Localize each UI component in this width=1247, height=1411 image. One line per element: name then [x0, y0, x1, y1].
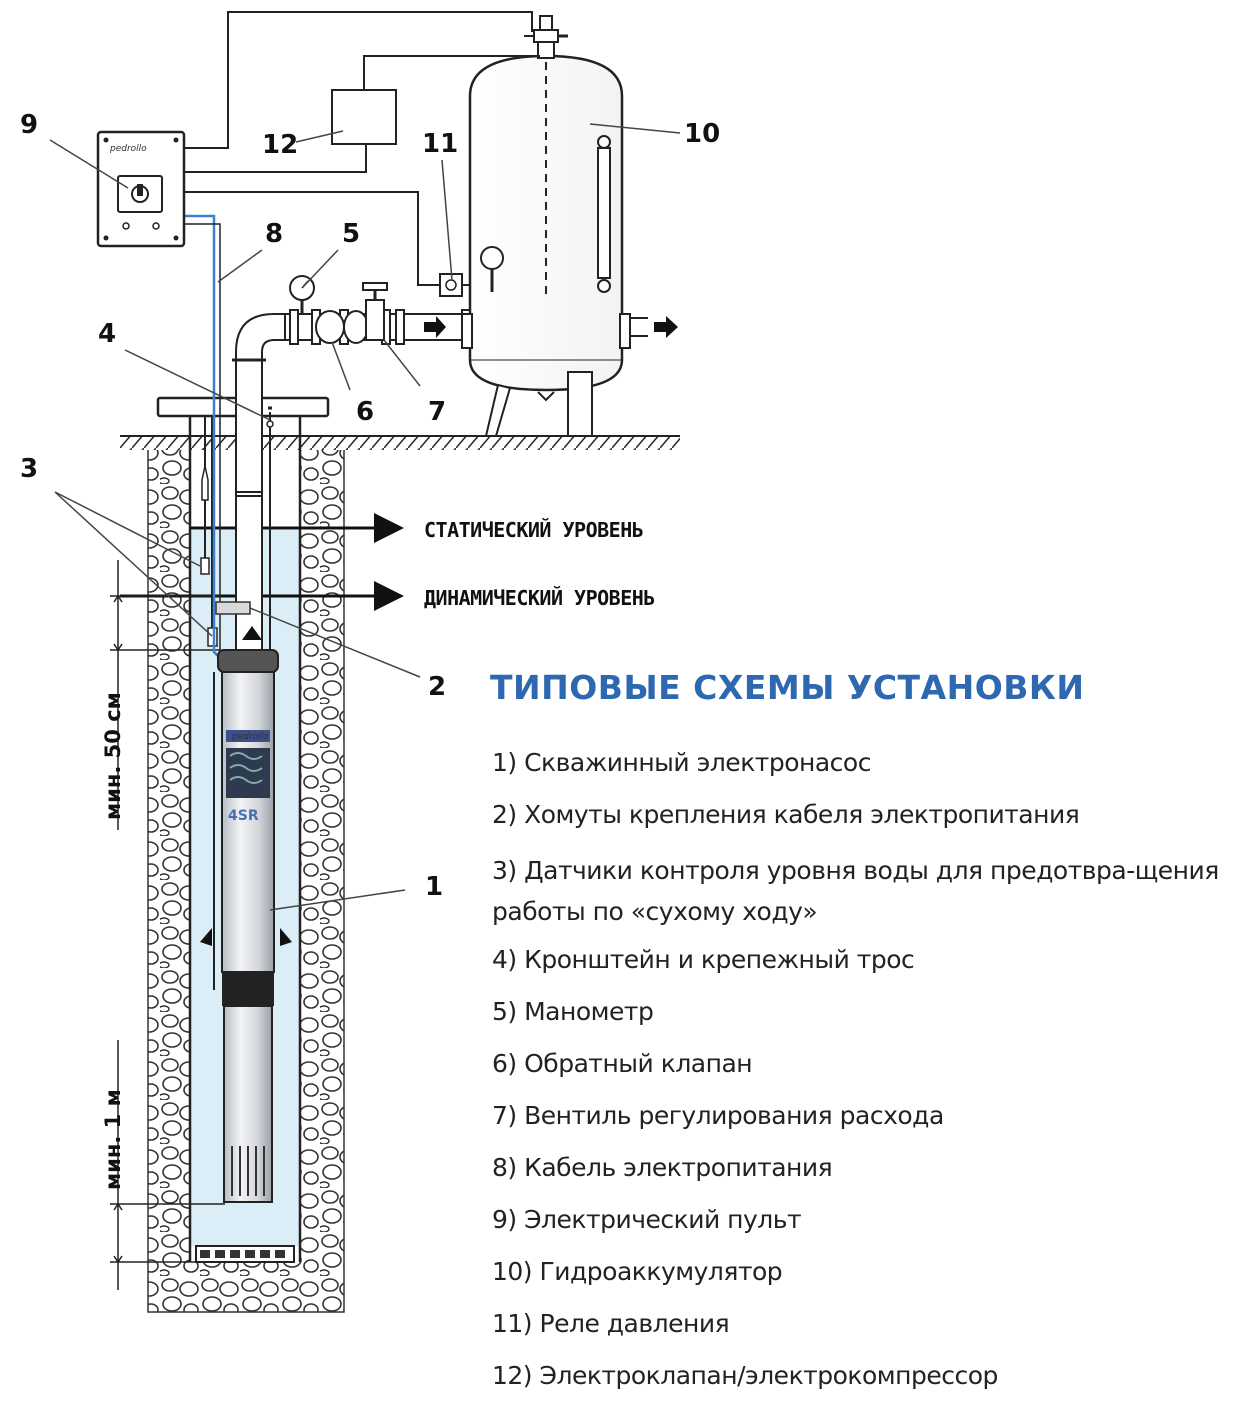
control-panel-brand: pedrollo — [109, 144, 147, 154]
legend-item: 3) Датчики контроля уровня воды для пред… — [492, 856, 1219, 926]
legend-item: 4) Кронштейн и крепежный трос — [492, 945, 915, 974]
control-panel: pedrollo — [96, 130, 186, 248]
level-sensor-lower — [207, 416, 218, 647]
solenoid-valve-box — [331, 89, 397, 145]
dynamic-level-label: ДИНАМИЧЕСКИЙ УРОВЕНЬ — [424, 586, 655, 610]
legend-item: 11) Реле давления — [492, 1309, 730, 1338]
callout-6: 6 — [356, 397, 374, 427]
callout-5: 5 — [342, 219, 360, 249]
support-rope — [266, 406, 274, 650]
static-level-indicator: СТАТИЧЕСКИЙ УРОВЕНЬ — [190, 513, 644, 543]
tank-top-valve — [524, 15, 568, 59]
legend-item: 2) Хомуты крепления кабеля электропитани… — [492, 800, 1080, 829]
legend-item: 12) Электроклапан/электрокомпрессор — [492, 1361, 998, 1390]
callout-4: 4 — [98, 319, 116, 349]
well-bottom-filter — [200, 1250, 285, 1258]
level-sensor-upper — [200, 416, 210, 575]
flow-arrow-in — [424, 316, 446, 338]
legend-item: 5) Манометр — [492, 997, 654, 1026]
callout-1: 1 — [425, 872, 443, 902]
sight-glass — [597, 135, 611, 293]
legend-item: 9) Электрический пульт — [492, 1205, 802, 1234]
callout-8: 8 — [265, 219, 283, 249]
tank-gauge — [480, 246, 504, 292]
dimension-min-50cm-label: мин. 50 см — [101, 692, 125, 820]
callout-11: 11 — [422, 129, 458, 159]
callout-3: 3 — [20, 454, 38, 484]
gravel-fill — [147, 450, 345, 1313]
flow-valve — [362, 282, 388, 341]
dimension-min-50cm — [110, 560, 220, 830]
callout-9: 9 — [20, 110, 38, 140]
callout-leaders — [49, 123, 681, 911]
static-level-label: СТАТИЧЕСКИЙ УРОВЕНЬ — [424, 518, 643, 542]
legend-title: ТИПОВЫЕ СХЕМЫ УСТАНОВКИ — [490, 668, 1085, 707]
dimension-min-1m-label: мин. 1 м — [101, 1089, 125, 1190]
legend-item: 6) Обратный клапан — [492, 1049, 753, 1078]
callout-numbers: 1 2 3 4 5 6 7 8 9 10 11 12 — [20, 110, 720, 902]
check-valve — [315, 310, 345, 344]
pump-intake-grille — [231, 1146, 265, 1196]
pump-badge — [226, 748, 270, 798]
manometer — [289, 275, 315, 314]
callout-2: 2 — [428, 672, 446, 702]
callout-12: 12 — [262, 130, 298, 160]
control-wiring — [184, 11, 540, 286]
submersible-pump: pedrollo 4SR — [200, 626, 292, 1203]
pump-model-text: 4SR — [228, 808, 259, 824]
pump-brand-text: pedrollo — [231, 732, 269, 742]
legend-item: 10) Гидроаккумулятор — [492, 1257, 783, 1286]
cable-clamp — [215, 601, 251, 615]
legend-item: 8) Кабель электропитания — [492, 1153, 833, 1182]
dimension-min-1m — [110, 1040, 225, 1290]
callout-7: 7 — [428, 397, 446, 427]
flow-arrow-out — [654, 316, 678, 338]
legend-item: 1) Скважинный электронасос — [492, 748, 871, 777]
pressure-tank — [461, 15, 678, 437]
legend-list: 1) Скважинный электронасос 2) Хомуты кре… — [492, 746, 1240, 1411]
surface-pipeline — [284, 275, 473, 345]
callout-10: 10 — [684, 119, 720, 149]
pressure-switch — [439, 273, 470, 297]
legend-item: 7) Вентиль регулирования расхода — [492, 1101, 944, 1130]
